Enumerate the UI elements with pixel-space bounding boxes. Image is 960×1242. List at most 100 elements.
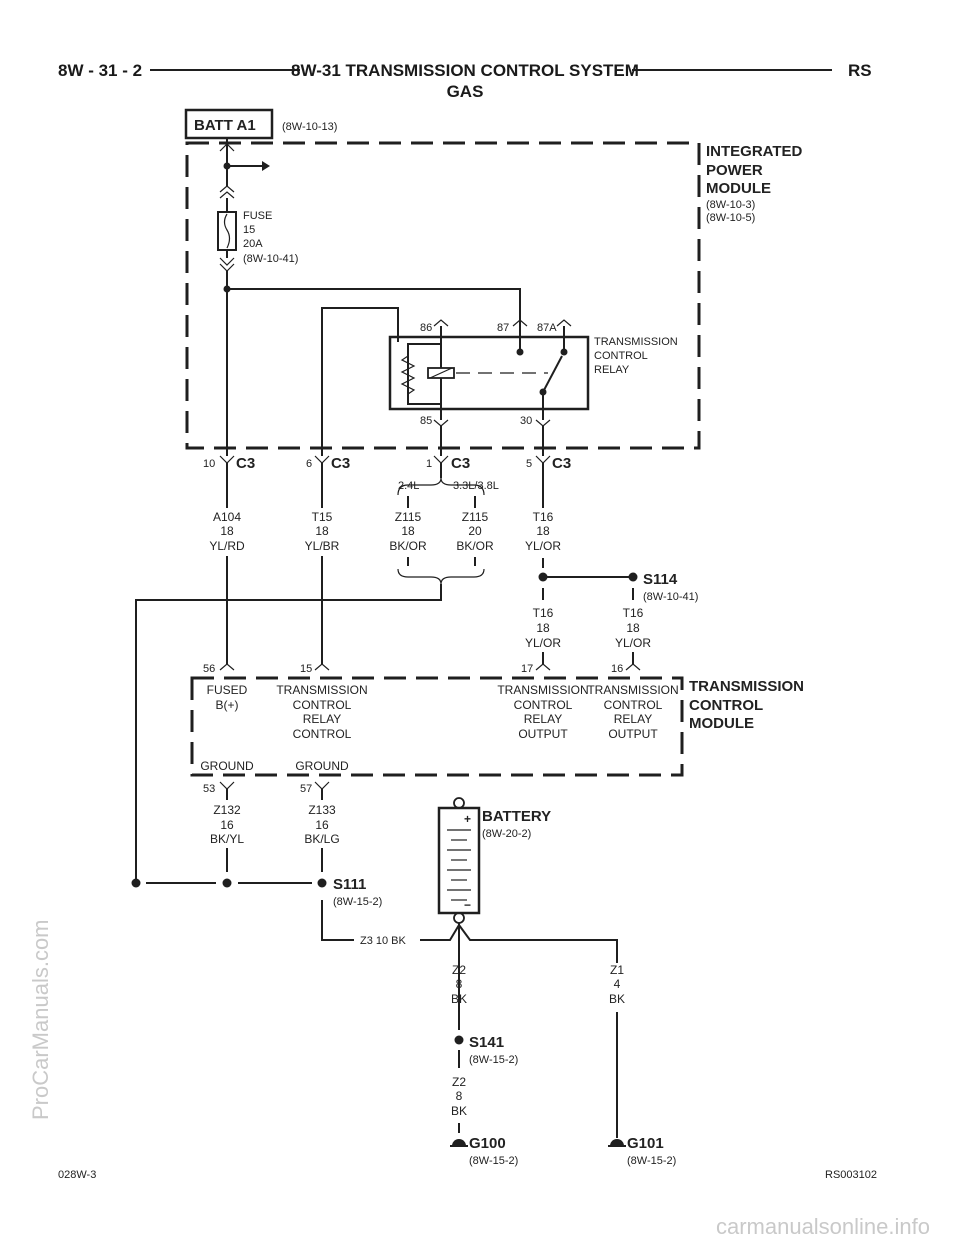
tcm-label-3: MODULE xyxy=(689,715,754,732)
fuse-label: FUSE xyxy=(243,210,272,222)
relay-pin-86: 86 xyxy=(420,322,432,334)
tcm-tro-5: TRANSMISSION xyxy=(587,683,678,697)
c3-pin-6: 6 xyxy=(306,458,312,470)
c3-pin-10: 10 xyxy=(203,458,215,470)
wire-t16c-color: YL/OR xyxy=(615,636,651,650)
wire-t16c-name: T16 xyxy=(623,606,644,620)
relay-label-3: RELAY xyxy=(594,364,630,376)
splice-s114-icon xyxy=(628,572,638,582)
splice-s111-ref: (8W-15-2) xyxy=(333,896,382,908)
wire-z115a-name: Z115 xyxy=(395,510,422,524)
tcm-trc-3: RELAY xyxy=(303,712,341,726)
c3-name-6: C3 xyxy=(331,455,350,472)
wire-t15-color: YL/BR xyxy=(305,539,340,553)
fuse-circuit xyxy=(217,138,521,456)
tcm-tro-8: OUTPUT xyxy=(608,727,658,741)
batt-a1-label: BATT A1 xyxy=(194,117,256,134)
wire-z133-color: BK/LG xyxy=(304,832,339,846)
wire-z2b-name: Z2 xyxy=(452,1075,466,1089)
tcm-tro-7: RELAY xyxy=(614,712,652,726)
c3-name-1: C3 xyxy=(451,455,470,472)
wire-z2b-color: BK xyxy=(451,1104,467,1118)
page-number: 8W - 31 - 2 xyxy=(58,61,142,80)
relay-pin-85: 85 xyxy=(420,415,432,427)
tcm-pin-56: 56 xyxy=(203,663,215,675)
tcm-tro-2: CONTROL xyxy=(514,698,573,712)
battery-plus-sign: + xyxy=(464,812,471,826)
side-watermark: ProCarManuals.com xyxy=(28,919,53,1120)
c3-connectors xyxy=(219,426,551,464)
tcm-pin-16: 16 xyxy=(611,663,623,675)
tcm-tro-6: CONTROL xyxy=(604,698,663,712)
battery-icon xyxy=(437,797,618,1018)
wire-z115b-color: BK/OR xyxy=(456,539,494,553)
wire-z115b-gauge: 20 xyxy=(468,524,482,538)
wire-z1-name: Z1 xyxy=(610,963,624,977)
ground-g101-name: G101 xyxy=(627,1135,664,1152)
wire-z133-gauge: 16 xyxy=(315,818,329,832)
footer-code-right: RS003102 xyxy=(825,1169,877,1181)
integrated-power-module-box xyxy=(185,141,701,450)
tcm-tro-1: TRANSMISSION xyxy=(497,683,588,697)
ipm-label-3: MODULE xyxy=(706,180,771,197)
wire-z2b-gauge: 8 xyxy=(456,1089,463,1103)
tcm-tro-4: OUTPUT xyxy=(518,727,568,741)
wire-z1-gauge: 4 xyxy=(614,977,621,991)
splice-s141-name: S141 xyxy=(469,1034,504,1051)
wire-a104-gauge: 18 xyxy=(220,524,234,538)
batt-a1-box xyxy=(184,108,274,140)
tcm-ground-2: GROUND xyxy=(295,759,349,773)
wire-a104-color: YL/RD xyxy=(209,539,245,553)
ground-g100-ref: (8W-15-2) xyxy=(469,1155,518,1167)
c3-pin-5: 5 xyxy=(526,458,532,470)
relay-pin-87: 87 xyxy=(497,322,509,334)
wire-t15-name: T15 xyxy=(312,510,333,524)
wire-t16b-gauge: 18 xyxy=(536,621,550,635)
c3-name-5: C3 xyxy=(552,455,571,472)
wire-z132-gauge: 16 xyxy=(220,818,234,832)
tcm-pin-15: 15 xyxy=(300,663,312,675)
wire-t16a-color: YL/OR xyxy=(525,539,561,553)
relay-box xyxy=(388,335,590,411)
wire-t16b-color: YL/OR xyxy=(525,636,561,650)
relay-pin-30: 30 xyxy=(520,415,532,427)
splice-s114-name: S114 xyxy=(643,571,678,588)
tcm-pin-17: 17 xyxy=(521,663,533,675)
splice-s114-ref: (8W-10-41) xyxy=(643,591,698,603)
wire-z133-name: Z133 xyxy=(308,803,336,817)
tcm-top-pins xyxy=(219,663,641,671)
splice-s141-icon xyxy=(454,1035,464,1045)
transmission-control-module-box xyxy=(190,676,684,777)
wire-z2a-gauge: 8 xyxy=(456,977,463,991)
tcm-trc-2: CONTROL xyxy=(293,698,352,712)
page-header: 8W - 31 - 2 8W-31 TRANSMISSION CONTROL S… xyxy=(58,61,872,101)
section-code: RS xyxy=(848,61,872,80)
wire-z115b-name: Z115 xyxy=(462,510,489,524)
tcm-ground-circuit xyxy=(131,781,460,941)
wire-z115a-gauge: 18 xyxy=(401,524,415,538)
tcm-trc-4: CONTROL xyxy=(293,727,352,741)
wire-z132-name: Z132 xyxy=(213,803,241,817)
tcm-label-2: CONTROL xyxy=(689,697,763,714)
relay-pin-87a: 87A xyxy=(537,322,557,334)
tcm-fused-label: FUSED xyxy=(207,683,248,697)
fuse-ref: (8W-10-41) xyxy=(243,253,298,265)
footer-code-left: 028W-3 xyxy=(58,1169,96,1181)
batt-a1-ref: (8W-10-13) xyxy=(282,121,337,133)
relay-label-1: TRANSMISSION xyxy=(594,336,678,348)
page-subtitle: GAS xyxy=(447,82,484,101)
battery-minus-sign: − xyxy=(464,898,471,912)
wire-t16a-gauge: 18 xyxy=(536,524,550,538)
tcm-tro-3: RELAY xyxy=(524,712,562,726)
ground-g100-icon xyxy=(452,1139,466,1146)
battery-ground-circuit xyxy=(450,1012,626,1147)
tcm-pin-53: 53 xyxy=(203,783,215,795)
splice-s141-ref: (8W-15-2) xyxy=(469,1054,518,1066)
wire-t16b-name: T16 xyxy=(533,606,554,620)
engine-33l: 3.3L/3.8L xyxy=(453,480,499,492)
tcm-pin-57: 57 xyxy=(300,783,312,795)
battery-label: BATTERY xyxy=(482,808,551,825)
ipm-label-2: POWER xyxy=(706,162,763,179)
wire-t15-gauge: 18 xyxy=(315,524,329,538)
